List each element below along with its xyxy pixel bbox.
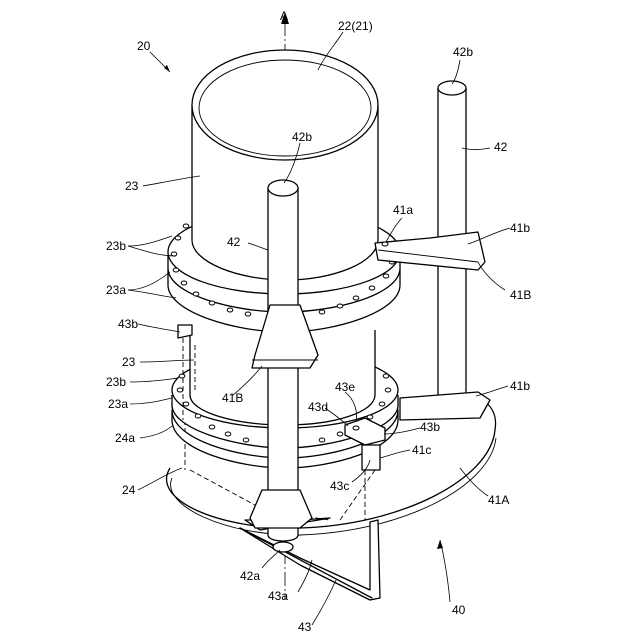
bracket-bottom	[250, 490, 312, 528]
label-axis: A	[280, 9, 288, 23]
label-stopper-c2: 43c	[330, 479, 349, 493]
label-pole-top-right: 42b	[453, 45, 473, 59]
label-bracket-top: 41B	[510, 288, 531, 302]
label-pole-top-center: 42b	[292, 130, 312, 144]
label-section-upper: 23	[125, 179, 139, 193]
label-assembly: 20	[137, 39, 151, 53]
label-stopper-d: 43d	[308, 400, 328, 414]
label-stopper-e: 43e	[335, 380, 355, 394]
label-section-lower: 23	[122, 355, 136, 369]
label-stopper-c1: 41c	[412, 443, 431, 457]
label-flange-holes-lower: 23b	[106, 375, 126, 389]
label-bracket-top-end: 41b	[510, 221, 530, 235]
label-base-ring: 24	[122, 483, 136, 497]
label-stopper-b: 43b	[420, 420, 440, 434]
label-pole-right: 42	[494, 140, 508, 154]
label-device: 40	[452, 603, 466, 617]
label-flange-lower: 23a	[108, 397, 128, 411]
label-tower: 22(21)	[338, 19, 373, 33]
label-pole-bottom: 42a	[240, 569, 260, 583]
label-base-plate-end: 41b	[510, 379, 530, 393]
label-stopper-upper: 43b	[118, 317, 138, 331]
label-bracket-center: 41B	[222, 391, 243, 405]
label-pole-center: 42	[227, 235, 241, 249]
label-flange-upper: 23a	[106, 283, 126, 297]
label-bracket-top-hole: 41a	[393, 203, 413, 217]
label-fin: 43	[298, 620, 312, 634]
label-fin-plate: 43a	[268, 589, 288, 603]
label-flange-base: 24a	[115, 431, 135, 445]
label-flange-holes-upper: 23b	[106, 239, 126, 253]
fin-43	[240, 518, 380, 600]
label-base-plate: 41A	[488, 493, 509, 507]
